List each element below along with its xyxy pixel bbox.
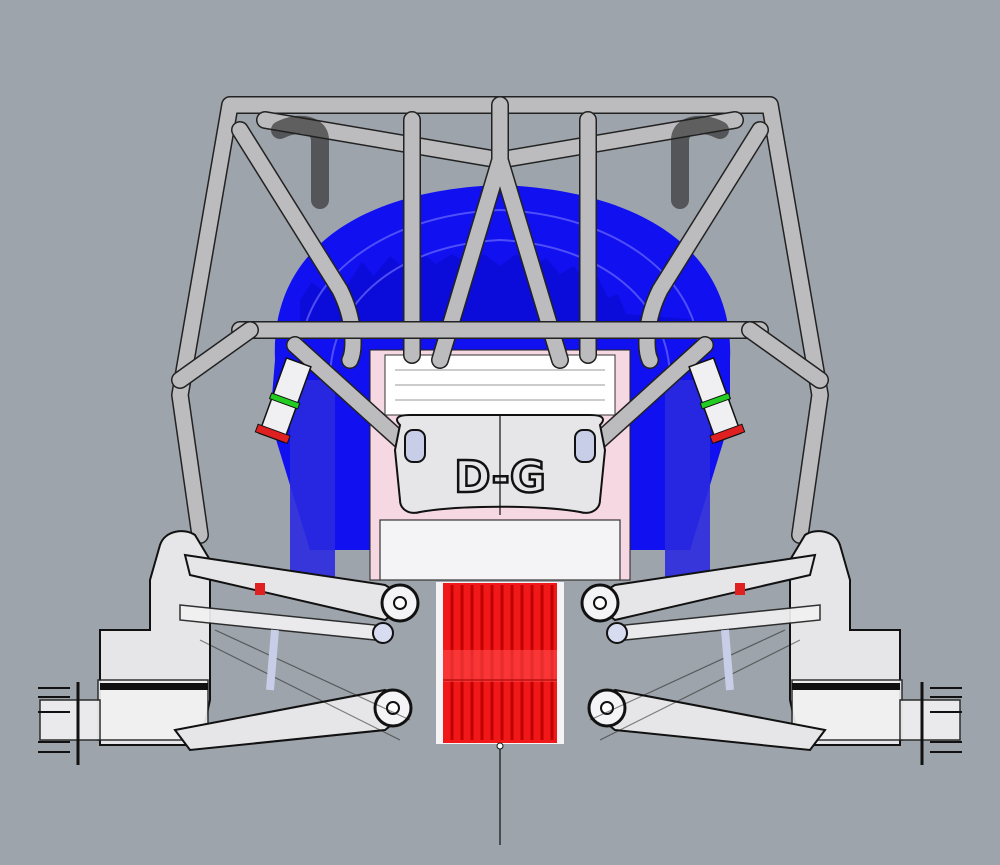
left-hub [38, 530, 211, 765]
center-axis-line [496, 742, 504, 845]
upper-arms [179, 553, 821, 644]
lower-arms [173, 629, 827, 752]
battery-block [436, 582, 564, 744]
front-shocks [254, 357, 746, 445]
roll-cage [171, 96, 829, 544]
logo-plate: D-G [393, 414, 607, 515]
rear-shocks [290, 380, 710, 600]
